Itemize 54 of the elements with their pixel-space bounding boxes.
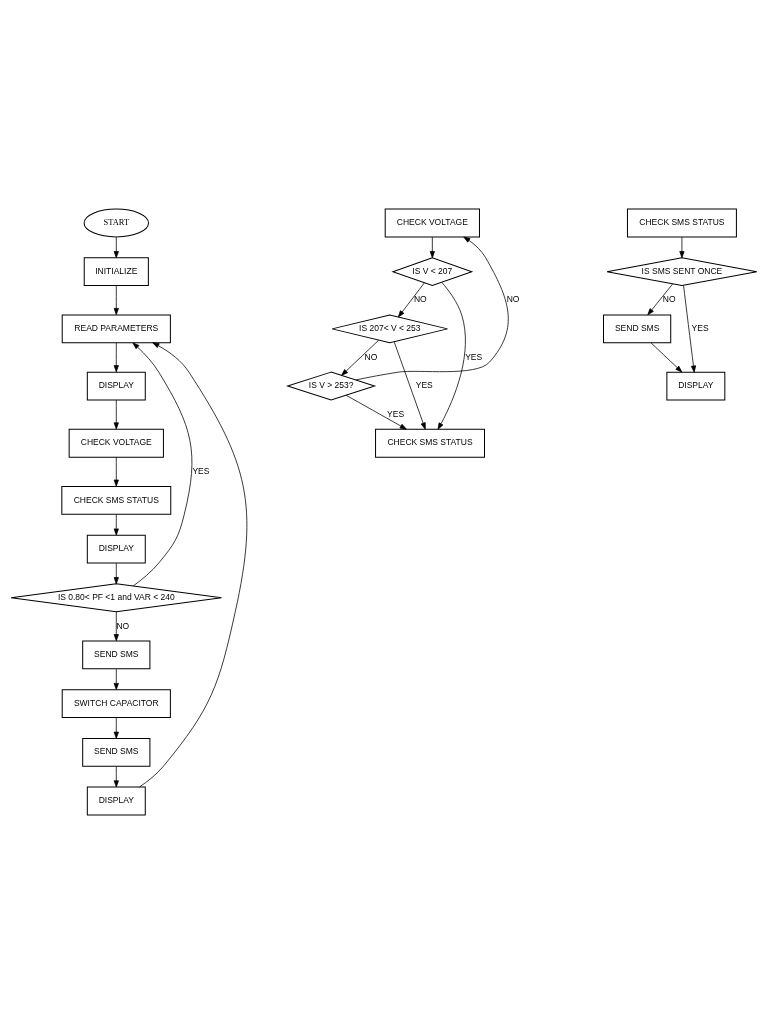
arrow <box>132 342 193 587</box>
edge-label: NO <box>364 351 378 362</box>
arrow <box>679 236 685 259</box>
node-box: CHECK VOLTAGE <box>384 208 480 238</box>
arrow <box>345 394 407 430</box>
arrow <box>113 562 119 585</box>
edge-label: YES <box>691 323 709 334</box>
arrow <box>113 717 119 739</box>
node-diamond: IS SMS SENT ONCE <box>606 257 758 287</box>
node-box: DISPLAY <box>86 534 146 564</box>
node-box: INITIALIZE <box>83 257 149 287</box>
arrow <box>429 236 435 259</box>
arrow <box>113 668 119 690</box>
node-box: DISPLAY <box>666 371 726 401</box>
node-diamond: IS 207< V < 253 <box>331 314 449 344</box>
arrow <box>113 399 119 430</box>
node-box: CHECK SMS STATUS <box>375 428 485 458</box>
arrow <box>683 285 696 373</box>
arrow <box>113 236 119 259</box>
arrow <box>341 339 379 376</box>
node-box: SWITCH CAPACITOR <box>61 689 171 719</box>
edge-label: YES <box>192 465 210 476</box>
edge-label: YES <box>465 351 483 362</box>
node-box: CHECK SMS STATUS <box>626 208 737 238</box>
edge-label: NO <box>116 620 130 631</box>
arrow <box>113 514 119 536</box>
node-box: SEND SMS <box>82 737 151 767</box>
node-box: DISPLAY <box>86 371 146 401</box>
arrow <box>355 236 509 381</box>
edge-label: NO <box>413 294 427 305</box>
node-diamond: IS V < 207 <box>392 257 473 287</box>
arrow <box>138 342 248 788</box>
arrow <box>393 341 426 430</box>
arrow <box>437 281 466 430</box>
arrow <box>113 766 119 788</box>
arrow <box>650 342 683 373</box>
node-box: SEND SMS <box>82 640 151 670</box>
node-box: DISPLAY <box>86 786 146 816</box>
edge-label: NO <box>506 294 520 305</box>
edge-label: NO <box>662 294 676 305</box>
edge-label: YES <box>387 408 405 419</box>
edge-label: YES <box>415 380 433 391</box>
arrow <box>398 282 425 318</box>
arrow <box>113 611 119 642</box>
arrow <box>113 285 119 315</box>
arrow <box>647 283 674 316</box>
arrow <box>113 342 119 373</box>
node-box: READ PARAMETERS <box>61 314 171 344</box>
node-diamond: IS 0.80< PF <1 and VAR < 240 <box>10 583 222 613</box>
node-ellipse: START <box>83 208 149 238</box>
arrow <box>113 456 119 487</box>
node-box: SEND SMS <box>603 314 672 344</box>
node-box: CHECK VOLTAGE <box>68 428 164 458</box>
node-box: CHECK SMS STATUS <box>61 486 172 515</box>
